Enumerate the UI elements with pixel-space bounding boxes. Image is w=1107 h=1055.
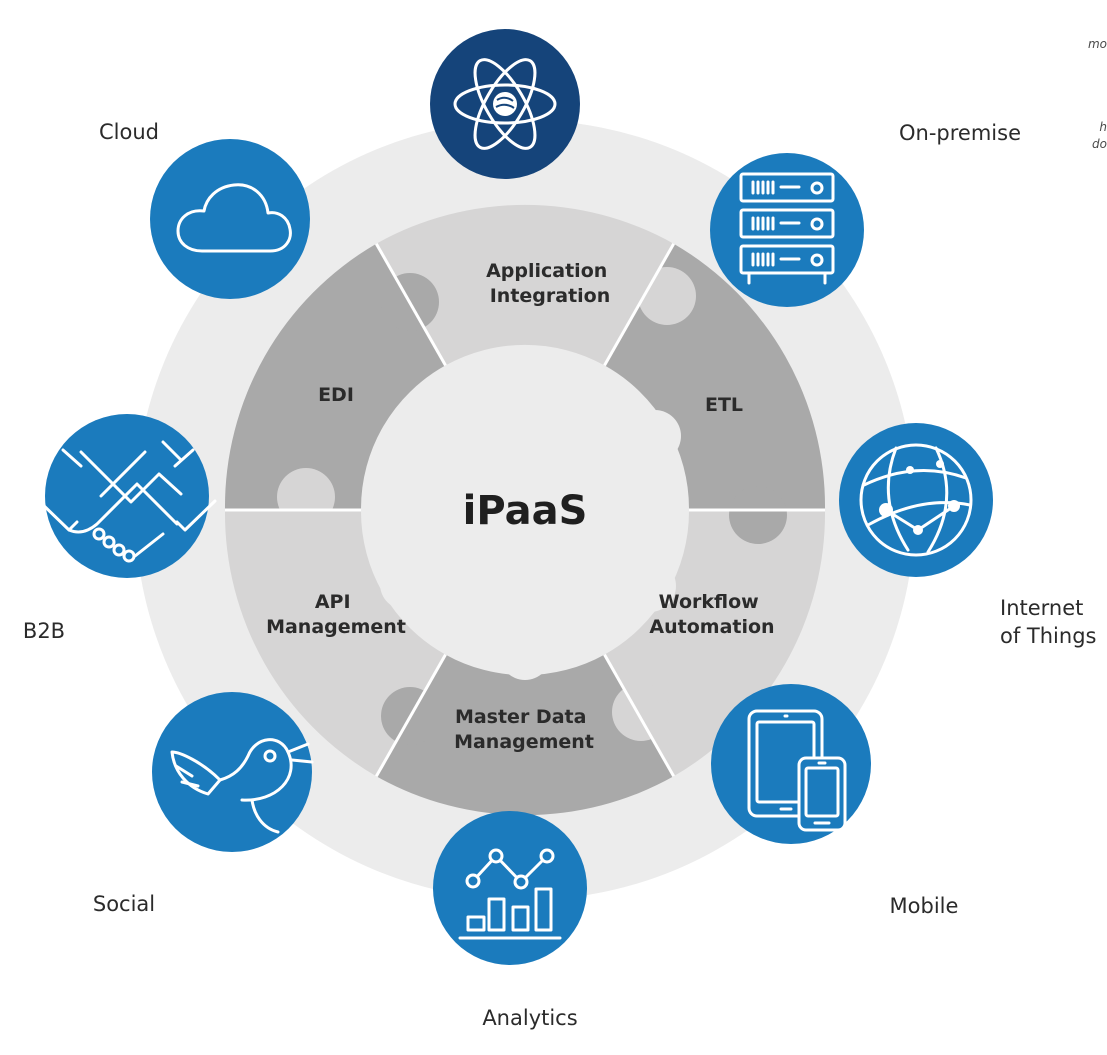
bar-line-chart-icon [458, 848, 562, 940]
piece-label-workflow-automation: Workflow Automation [649, 591, 774, 638]
core-bump [629, 410, 681, 462]
puzzle-tab [729, 486, 787, 544]
node-circle [433, 811, 587, 965]
node-application [430, 29, 580, 179]
tablet-phone-icon [747, 709, 847, 832]
piece-label-master-data-management: Master Data Management [454, 706, 594, 753]
puzzle-ring [224, 204, 826, 816]
piece-label-etl: ETL [705, 394, 743, 416]
puzzle-tab [612, 683, 670, 741]
node-social [152, 692, 314, 852]
node-b2b [37, 414, 217, 578]
corner-fragment: h [1099, 120, 1107, 134]
node-label-analytics: Analytics [482, 1006, 577, 1030]
bird-icon [170, 738, 314, 834]
node-label-mobile: Mobile [890, 894, 959, 918]
node-circle [711, 684, 871, 844]
puzzle-piece-application-integration [376, 204, 674, 366]
core-bump [499, 628, 551, 680]
core-label: iPaaS [463, 488, 588, 534]
node-circle [710, 153, 864, 307]
puzzle-tab [277, 468, 335, 526]
core-bump [380, 558, 432, 610]
piece-label-application-integration: Application Integration [486, 260, 614, 307]
node-circle [150, 139, 310, 299]
puzzle-tab [638, 267, 696, 325]
node-label-social: Social [93, 892, 155, 916]
piece-label-edi: EDI [318, 384, 354, 406]
node-circle [152, 692, 312, 852]
node-on-premise [710, 153, 864, 307]
node-label-cloud: Cloud [99, 120, 159, 144]
cloud-icon [176, 183, 292, 253]
node-mobile [711, 684, 871, 844]
corner-fragment: mo [1088, 37, 1107, 51]
core-bump [499, 345, 551, 397]
corner-text-fragments: mo h do [1088, 37, 1107, 151]
corner-fragment: do [1092, 137, 1107, 151]
node-cloud [150, 139, 310, 299]
puzzle-labels: Application Integration ETL Workflow Aut… [266, 260, 775, 753]
puzzle-separators [225, 242, 825, 778]
core: iPaaS [369, 345, 681, 680]
network-globe-icon [859, 443, 973, 557]
puzzle-piece-master-data-management [376, 654, 674, 816]
core-bump [405, 404, 457, 456]
node-label-on-premise: On-premise [899, 121, 1021, 145]
node-internet-of-things [839, 423, 993, 577]
piece-label-api-management: API Management [266, 591, 406, 638]
node-label-internet-of-things: Internet of Things [1000, 596, 1096, 648]
node-labels: On-premise Internet of Things Mobile Ana… [23, 120, 1097, 1030]
handshake-icon [37, 440, 217, 563]
server-rack-icon [739, 172, 835, 285]
node-label-b2b: B2B [23, 619, 65, 643]
node-analytics [433, 811, 587, 965]
core-bump [624, 560, 676, 612]
